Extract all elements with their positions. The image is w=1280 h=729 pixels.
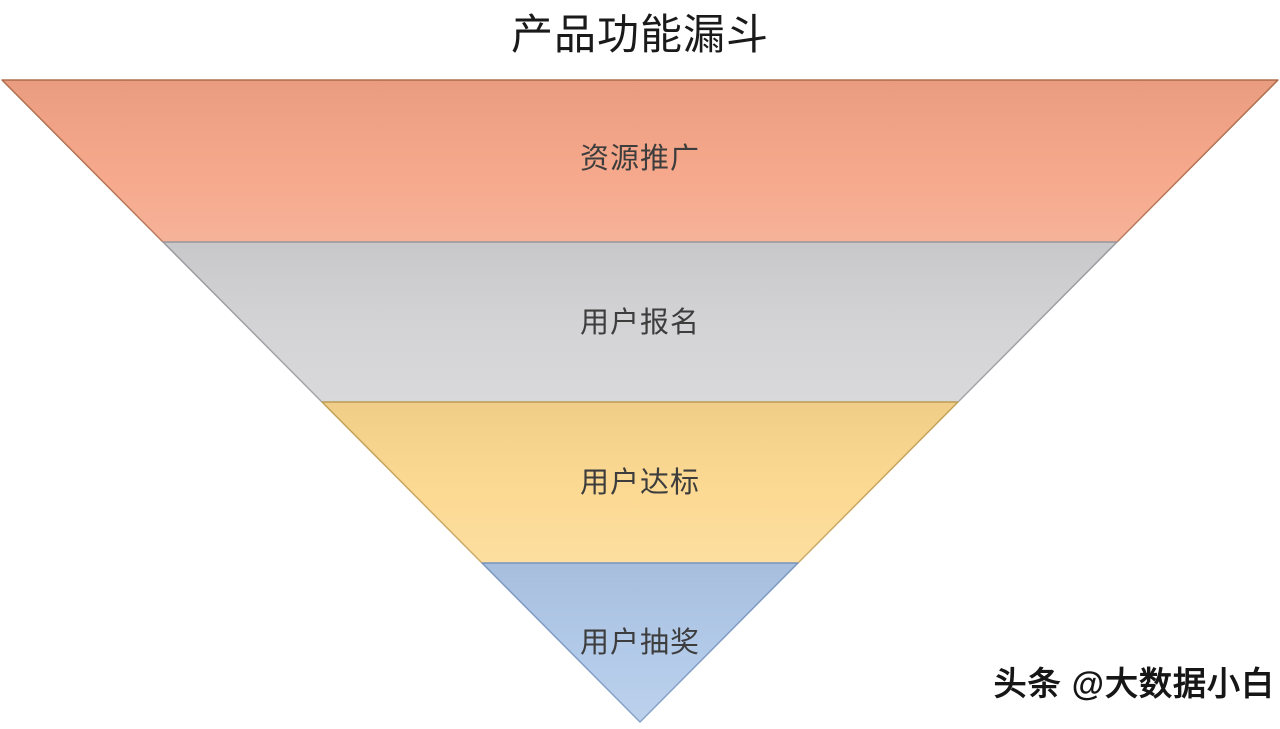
funnel-stage-1-label: 资源推广 (580, 142, 700, 175)
funnel-stage-promotion: 资源推广 (1, 79, 1279, 243)
chart-title: 产品功能漏斗 (510, 11, 769, 58)
funnel-stage-4-label: 用户抽奖 (580, 626, 700, 659)
watermark: 头条 @大数据小白 (993, 665, 1275, 702)
funnel-stage-4-sheen (482, 563, 798, 722)
funnel-stage-2-label: 用户报名 (580, 306, 700, 339)
funnel-stage-1-sheen (2, 80, 1278, 242)
funnel-stage-lottery: 用户抽奖 (481, 562, 799, 723)
funnel-stage-signup: 用户报名 (162, 241, 1118, 403)
funnel-stage-qualified: 用户达标 (321, 401, 959, 564)
funnel-stage-3-sheen (322, 402, 958, 563)
funnel-stage-3-label: 用户达标 (580, 466, 700, 499)
funnel-stage-2-sheen (163, 242, 1117, 402)
